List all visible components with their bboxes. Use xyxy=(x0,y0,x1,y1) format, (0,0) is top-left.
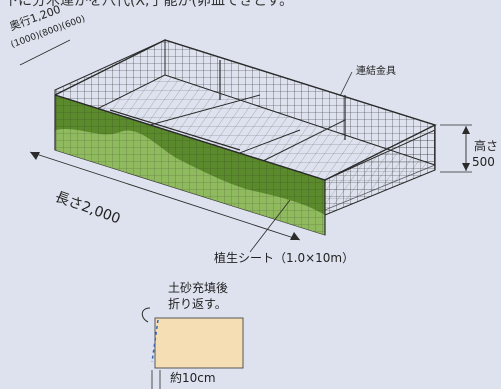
soil-box xyxy=(154,317,244,369)
depth-dim-line xyxy=(19,39,71,66)
fold-arrow xyxy=(141,307,151,323)
arrow-head xyxy=(290,232,300,240)
sheet-leader xyxy=(249,199,291,253)
partition-line xyxy=(149,94,261,126)
fill-note-line1: 土砂充填後 xyxy=(168,281,229,295)
arrow-head xyxy=(30,152,40,160)
arrow-head xyxy=(462,126,470,134)
height-label: 高さ xyxy=(474,139,499,153)
height-value: 500 xyxy=(472,155,495,169)
fold-line xyxy=(151,319,159,363)
top-caption: 下に分木運かを八代(X,于能が(卯皿できとす。 xyxy=(4,0,294,9)
length-dim-line xyxy=(29,151,301,241)
approx-label: 約10cm xyxy=(170,371,216,385)
partition-line xyxy=(254,119,346,166)
arrow-head xyxy=(462,163,470,171)
fill-note-line2: 折り返す。 xyxy=(168,297,227,311)
partition-line xyxy=(109,109,241,151)
joint-label: 連結金具 xyxy=(356,66,396,77)
sheet-label: 植生シート（1.0×10m） xyxy=(214,251,355,265)
joint-leader xyxy=(339,71,353,97)
